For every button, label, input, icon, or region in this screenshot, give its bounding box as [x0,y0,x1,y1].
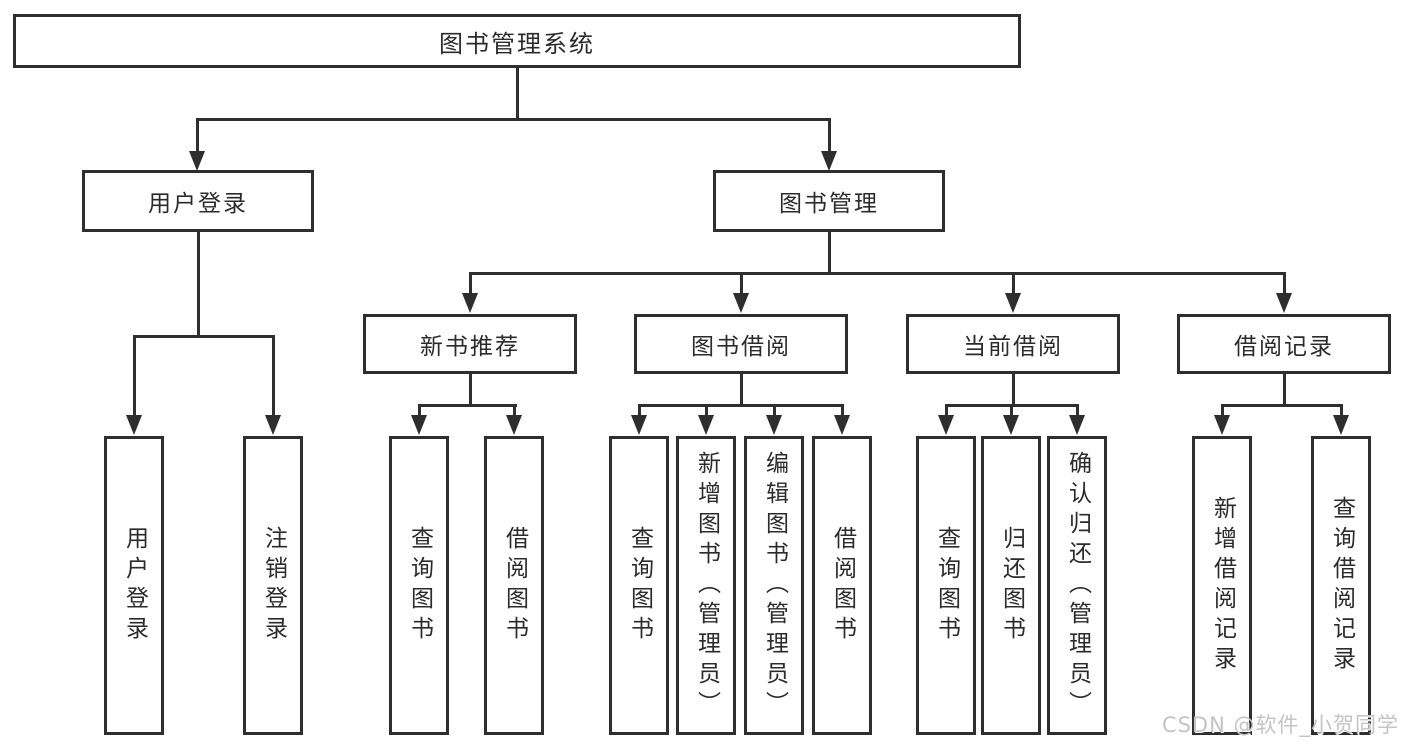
connector-line [840,404,844,418]
connector-line [1220,404,1224,418]
arrowhead-icon [698,415,714,435]
connector-line [772,404,776,418]
connector-line [1282,374,1286,407]
connector-line [132,335,136,418]
leaf-borrow-books-recommend: 借阅图书 [484,436,544,735]
connector-line [1220,404,1343,407]
connector-line [739,374,743,407]
connector-line [515,68,519,119]
arrowhead-icon [766,415,782,435]
arrowhead-icon [189,151,205,171]
node-book-borrow: 图书借阅 [634,314,848,374]
node-current-borrow: 当前借阅 [906,314,1120,374]
arrowhead-icon [1005,293,1021,313]
arrowhead-icon [265,415,281,435]
arrowhead-icon [821,151,837,171]
connector-line [1339,404,1343,418]
connector-line [196,232,200,337]
leaf-add-books-admin: 新增图书（管理员） [676,436,736,735]
arrowhead-icon [411,415,427,435]
leaf-query-borrow-record: 查询借阅记录 [1311,436,1371,735]
node-borrow-records: 借阅记录 [1177,314,1391,374]
connector-line [468,272,1286,275]
node-new-book-recommend: 新书推荐 [363,314,577,374]
arrowhead-icon [938,415,954,435]
connector-line [1075,404,1079,418]
leaf-user-login: 用户登录 [104,436,164,735]
watermark: CSDN @软件_小贺同学 [1161,713,1399,737]
arrowhead-icon [733,293,749,313]
connector-line [468,374,472,407]
connector-line [827,232,831,274]
leaf-return-books: 归还图书 [981,436,1041,735]
leaf-logout: 注销登录 [243,436,303,735]
arrowhead-icon [1276,293,1292,313]
leaf-add-borrow-record: 新增借阅记录 [1192,436,1252,735]
arrowhead-icon [506,415,522,435]
connector-line [132,335,275,338]
connector-line [1011,272,1015,295]
leaf-edit-books-admin: 编辑图书（管理员） [744,436,804,735]
connector-line [195,118,199,155]
arrowhead-icon [1333,415,1349,435]
leaf-borrow-books: 借阅图书 [812,436,872,735]
arrowhead-icon [631,415,647,435]
connector-line [1011,374,1015,407]
connector-line [195,118,831,121]
arrowhead-icon [1069,415,1085,435]
node-user-login: 用户登录 [82,170,314,232]
connector-line [271,335,275,418]
connector-line [704,404,708,418]
leaf-query-books-current: 查询图书 [916,436,976,735]
connector-line [512,404,516,418]
connector-line [1282,272,1286,295]
connector-line [468,272,472,295]
arrowhead-icon [462,293,478,313]
connector-line [1009,404,1013,418]
leaf-confirm-return-admin: 确认归还（管理员） [1047,436,1107,735]
leaf-query-books-recommend: 查询图书 [389,436,449,735]
connector-line [637,404,641,418]
leaf-query-books-borrow: 查询图书 [609,436,669,735]
arrowhead-icon [126,415,142,435]
connector-line [827,118,831,155]
node-book-management: 图书管理 [713,170,945,232]
node-root: 图书管理系统 [13,14,1021,68]
arrowhead-icon [1214,415,1230,435]
connector-line [417,404,421,418]
connector-line [417,404,517,407]
connector-line [739,272,743,295]
arrowhead-icon [1003,415,1019,435]
connector-line [944,404,948,418]
connector-line [637,404,844,407]
arrowhead-icon [834,415,850,435]
